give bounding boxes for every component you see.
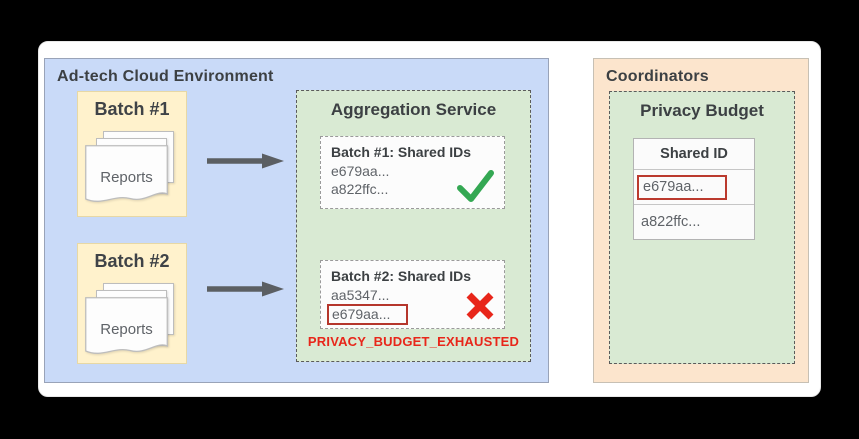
page-front-icon (85, 145, 168, 202)
batch-2-title: Batch #2 (94, 251, 170, 271)
reports-stack-icon: Reports (85, 131, 181, 211)
table-row: e679aa... (634, 169, 754, 204)
aggregation-service-title: Aggregation Service (330, 100, 497, 119)
table-row: a822ffc... (634, 204, 754, 239)
flow-arrow-batch2-icon (207, 281, 284, 297)
shared-id-value: e679aa... (331, 163, 390, 179)
error-x-icon (466, 292, 494, 320)
shared-id-value: aa5347... (331, 287, 390, 303)
environment-title: Ad-tech Cloud Environment (57, 68, 274, 85)
batch-1-title: Batch #1 (94, 99, 170, 119)
coordinators-title: Coordinators (606, 68, 709, 85)
batch1-result-card: Batch #1: Shared IDs e679aa... a822ffc..… (320, 136, 505, 209)
success-check-icon (457, 170, 494, 202)
highlighted-id-badge: e679aa... (637, 174, 728, 200)
shared-id-value: a822ffc... (331, 181, 389, 197)
batch-1-box: Batch #1 Reports (77, 91, 187, 217)
result-card-title: Batch #2: Shared IDs (331, 268, 472, 284)
flow-arrow-batch1-icon (207, 153, 284, 169)
privacy-budget-exhausted-label: PRIVACY_BUDGET_EXHAUSTED (307, 334, 520, 349)
privacy-budget-title: Privacy Budget (640, 101, 764, 120)
coordinators-box: Coordinators Privacy Budget Shared ID e6… (593, 58, 809, 383)
batch-2-box: Batch #2 Reports (77, 243, 187, 364)
reports-label: Reports (100, 321, 153, 338)
aggregation-service-box: Aggregation Service Batch #1: Shared IDs… (296, 90, 531, 362)
reports-stack-icon: Reports (85, 283, 181, 363)
privacy-budget-box: Privacy Budget Shared ID e679aa... a822f… (609, 91, 795, 364)
exhausted-id-badge: e679aa... (327, 304, 409, 325)
diagram-canvas: Ad-tech Cloud Environment Batch #1 Repor… (38, 41, 821, 397)
batch2-result-card: Batch #2: Shared IDs aa5347... e679aa... (320, 260, 505, 329)
result-card-title: Batch #1: Shared IDs (331, 144, 472, 160)
table-header: Shared ID (660, 146, 728, 162)
reports-label: Reports (100, 169, 153, 186)
page-front-icon (85, 297, 168, 354)
shared-id-table: Shared ID e679aa... a822ffc... (633, 138, 755, 240)
